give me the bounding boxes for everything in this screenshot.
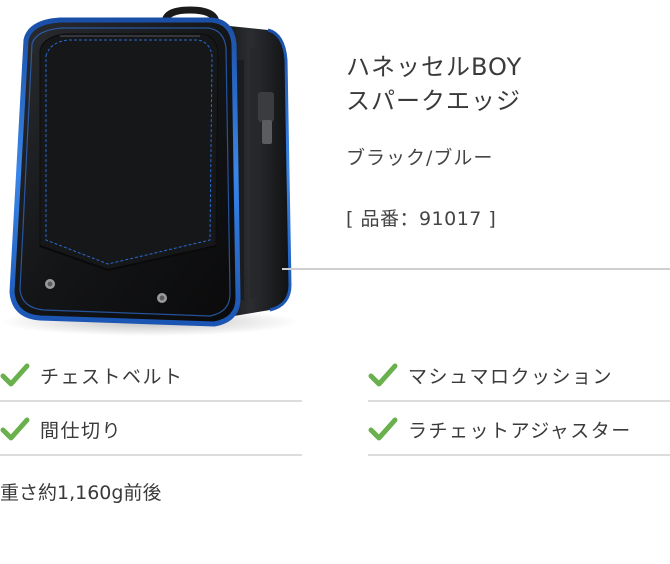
info-divider [282, 268, 670, 270]
feature-item-chest-belt: チェストベルト [0, 350, 302, 402]
feature-label: チェストベルト [40, 365, 184, 388]
feature-label: ラチェットアジャスター [408, 419, 632, 442]
check-icon [368, 417, 398, 441]
product-image [0, 6, 300, 336]
feature-label: マシュマロクッション [408, 365, 614, 388]
feature-label: 間仕切り [40, 419, 123, 442]
product-color: ブラック/ブルー [346, 147, 494, 169]
feature-item-partition: 間仕切り [0, 404, 302, 456]
product-title-line2: スパークエッジ [346, 87, 521, 115]
product-title-line1: ハネッセルBOY [346, 53, 523, 81]
product-sku: [ 品番：91017 ] [346, 208, 497, 230]
product-weight: 重さ約1,160g前後 [0, 482, 162, 504]
feature-item-ratchet-adjuster: ラチェットアジャスター [368, 404, 670, 456]
check-icon [368, 363, 398, 387]
check-icon [0, 417, 30, 441]
check-icon [0, 363, 30, 387]
feature-item-marshmallow-cushion: マシュマロクッション [368, 350, 670, 402]
product-title: ハネッセルBOY スパークエッジ [346, 50, 522, 118]
